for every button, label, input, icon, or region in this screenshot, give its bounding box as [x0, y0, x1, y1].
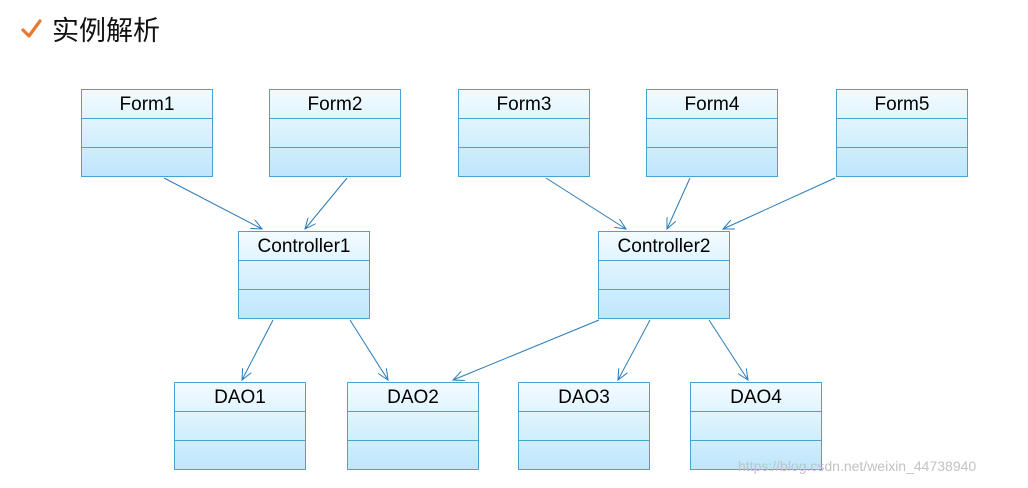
edge-controller2-dao2: [453, 319, 600, 380]
methods-compartment: [239, 290, 369, 318]
class-name: Form4: [647, 90, 777, 119]
class-name: Form2: [270, 90, 400, 119]
class-name: Controller1: [239, 232, 369, 261]
class-box-controller1[interactable]: Controller1: [238, 231, 370, 319]
attributes-compartment: [647, 119, 777, 148]
methods-compartment: [519, 441, 649, 469]
class-name: Form3: [459, 90, 589, 119]
class-box-dao1[interactable]: DAO1: [174, 382, 306, 470]
page-title: 实例解析: [52, 16, 160, 47]
edge-form3-controller2: [545, 177, 626, 229]
attributes-compartment: [837, 119, 967, 148]
class-name: DAO2: [348, 383, 478, 412]
class-box-dao3[interactable]: DAO3: [518, 382, 650, 470]
class-box-controller2[interactable]: Controller2: [598, 231, 730, 319]
class-name: DAO3: [519, 383, 649, 412]
attributes-compartment: [82, 119, 212, 148]
edge-form1-controller1: [163, 177, 262, 229]
class-box-form5[interactable]: Form5: [836, 89, 968, 177]
attributes-compartment: [270, 119, 400, 148]
attributes-compartment: [519, 412, 649, 441]
attributes-compartment: [691, 412, 821, 441]
edge-controller2-dao4: [708, 319, 748, 380]
methods-compartment: [459, 148, 589, 176]
edge-form2-controller1: [305, 177, 348, 229]
methods-compartment: [82, 148, 212, 176]
class-box-dao4[interactable]: DAO4: [690, 382, 822, 470]
watermark: https://blog.csdn.net/weixin_44738940: [738, 458, 977, 474]
attributes-compartment: [239, 261, 369, 290]
class-box-form2[interactable]: Form2: [269, 89, 401, 177]
class-name: Form1: [82, 90, 212, 119]
edge-controller2-dao3: [618, 319, 651, 380]
methods-compartment: [175, 441, 305, 469]
methods-compartment: [647, 148, 777, 176]
class-name: Form5: [837, 90, 967, 119]
class-box-dao2[interactable]: DAO2: [347, 382, 479, 470]
class-box-form3[interactable]: Form3: [458, 89, 590, 177]
edge-form4-controller2: [667, 177, 691, 229]
methods-compartment: [270, 148, 400, 176]
edge-controller1-dao2: [349, 319, 388, 380]
class-name: DAO4: [691, 383, 821, 412]
attributes-compartment: [175, 412, 305, 441]
attributes-compartment: [348, 412, 478, 441]
attributes-compartment: [599, 261, 729, 290]
check-icon: [21, 19, 42, 38]
class-box-form4[interactable]: Form4: [646, 89, 778, 177]
attributes-compartment: [459, 119, 589, 148]
edge-form5-controller2: [723, 177, 836, 229]
methods-compartment: [599, 290, 729, 318]
class-box-form1[interactable]: Form1: [81, 89, 213, 177]
methods-compartment: [348, 441, 478, 469]
edge-controller1-dao1: [242, 319, 274, 380]
methods-compartment: [837, 148, 967, 176]
class-name: DAO1: [175, 383, 305, 412]
class-name: Controller2: [599, 232, 729, 261]
